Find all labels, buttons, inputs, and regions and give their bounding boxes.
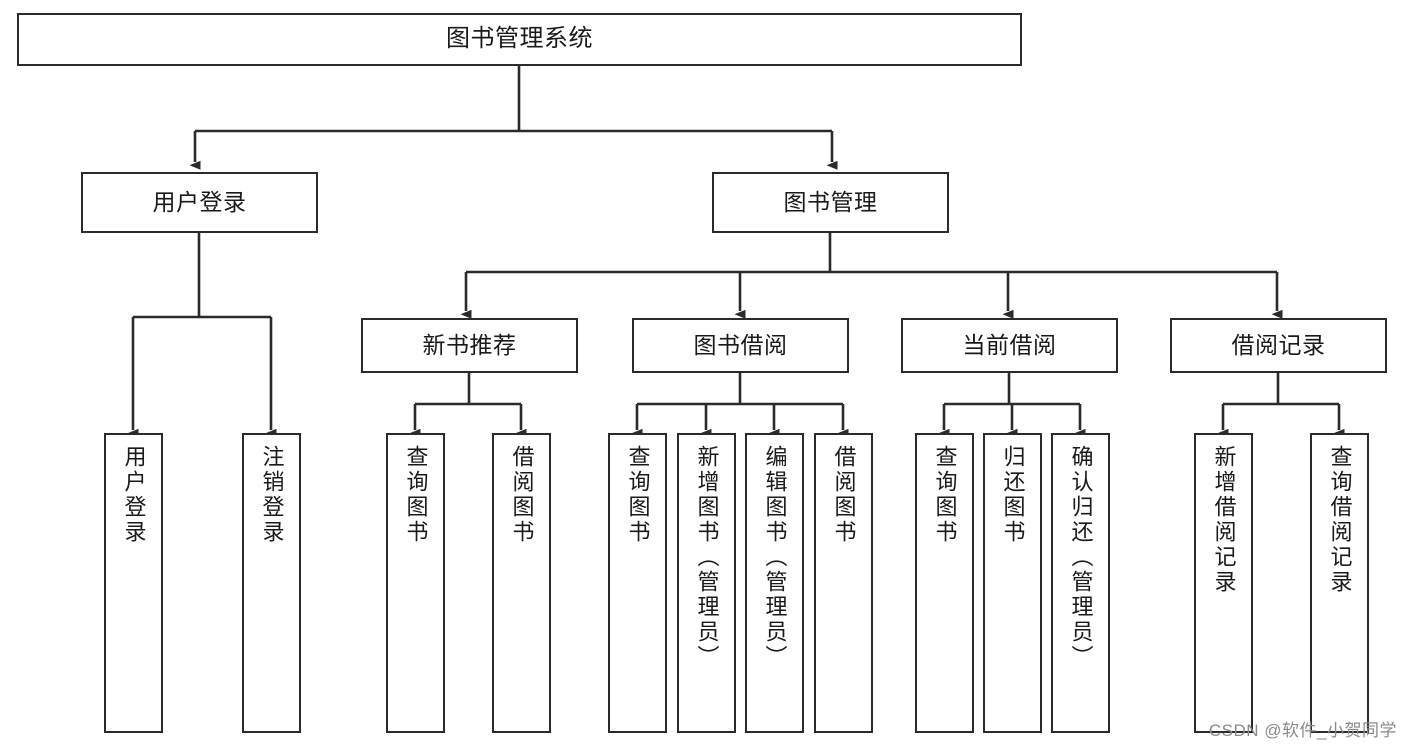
edges-root	[189, 66, 838, 170]
leaf-user-login[interactable]: 用户登录	[104, 433, 163, 733]
edges-new-book-rec	[409, 373, 527, 438]
node-label: 新增图书（管理员）	[694, 445, 720, 670]
leaf-add-book-admin[interactable]: 新增图书（管理员）	[677, 433, 736, 733]
edges-borrow-record	[1217, 373, 1345, 438]
leaf-return-book[interactable]: 归还图书	[983, 433, 1042, 733]
node-label: 新书推荐	[422, 331, 517, 358]
node-new-book-recommend[interactable]: 新书推荐	[361, 318, 578, 373]
node-book-manage[interactable]: 图书管理	[712, 172, 949, 233]
node-label: 新增借阅记录	[1211, 445, 1237, 595]
node-label: 编辑图书（管理员）	[762, 445, 788, 670]
leaf-borrow-book-recommend[interactable]: 借阅图书	[492, 433, 551, 733]
node-current-borrow[interactable]: 当前借阅	[901, 318, 1118, 373]
node-label: 图书管理系统	[446, 25, 593, 53]
node-label: 借阅图书	[509, 445, 535, 545]
node-root-system[interactable]: 图书管理系统	[17, 13, 1022, 66]
leaf-confirm-return-admin[interactable]: 确认归还（管理员）	[1051, 433, 1110, 733]
leaf-logout[interactable]: 注销登录	[242, 433, 301, 733]
leaf-borrow-book-borrow[interactable]: 借阅图书	[814, 433, 873, 733]
leaf-query-borrow-record[interactable]: 查询借阅记录	[1310, 433, 1369, 733]
leaf-add-borrow-record[interactable]: 新增借阅记录	[1194, 433, 1253, 733]
node-label: 当前借阅	[962, 331, 1057, 358]
leaf-query-book-borrow[interactable]: 查询图书	[608, 433, 667, 733]
node-borrow-record[interactable]: 借阅记录	[1170, 318, 1387, 373]
edges-current-borrow	[938, 373, 1086, 438]
node-label: 借阅记录	[1231, 331, 1326, 358]
node-label: 图书借阅	[693, 331, 788, 358]
node-label: 用户登录	[152, 188, 247, 215]
node-label: 查询图书	[625, 445, 651, 545]
watermark: CSDN @软件_小贺同学	[1208, 721, 1397, 740]
node-label: 查询图书	[932, 445, 958, 545]
node-label: 确认归还（管理员）	[1068, 445, 1094, 670]
edges-book-borrow	[631, 373, 849, 438]
edges-user-login	[127, 233, 277, 438]
node-book-borrow[interactable]: 图书借阅	[632, 318, 849, 373]
leaf-edit-book-admin[interactable]: 编辑图书（管理员）	[745, 433, 804, 733]
node-label: 借阅图书	[831, 445, 857, 545]
node-user-login[interactable]: 用户登录	[81, 172, 318, 233]
node-label: 归还图书	[1000, 445, 1026, 545]
leaf-query-book-recommend[interactable]: 查询图书	[386, 433, 445, 733]
edges-book-manage	[460, 233, 1283, 319]
node-label: 注销登录	[259, 445, 285, 545]
node-label: 查询图书	[403, 445, 429, 545]
node-label: 查询借阅记录	[1327, 445, 1353, 595]
node-label: 用户登录	[121, 445, 147, 545]
node-label: 图书管理	[783, 188, 878, 215]
leaf-query-book-current[interactable]: 查询图书	[915, 433, 974, 733]
